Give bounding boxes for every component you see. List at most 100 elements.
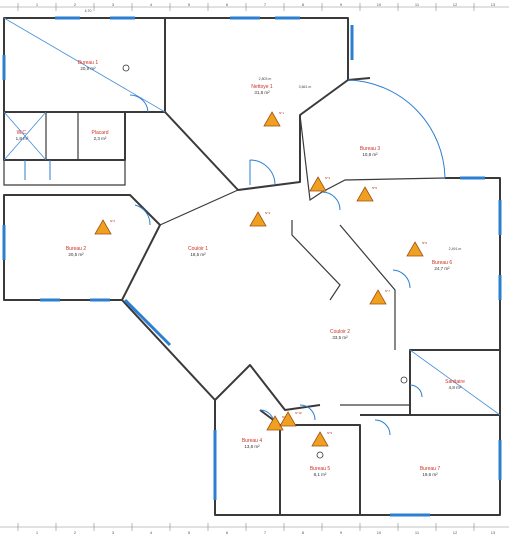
room-name: Placard xyxy=(92,130,109,136)
room-name: Couloir 1 xyxy=(188,246,208,252)
warning-triangle-icon xyxy=(356,186,374,202)
detectors xyxy=(122,64,408,459)
warning-triangle-icon xyxy=(311,431,329,447)
ruler-tick-label: 7 xyxy=(264,530,267,535)
room-area: 4,8 m² xyxy=(449,385,462,390)
ruler-tick-label: 1 xyxy=(36,2,39,7)
windows xyxy=(2,16,502,517)
warning-triangle-icon xyxy=(369,289,387,305)
marker-label: N°6 xyxy=(422,241,427,245)
dimension-label: 2,803 m xyxy=(259,77,272,81)
room-area: 13,8 m² xyxy=(244,444,260,449)
ruler-tick-label: 1 xyxy=(36,530,39,535)
room-label-bureau6: Bureau 624,7 m² xyxy=(432,260,453,271)
room-name: Bureau 7 xyxy=(420,466,441,472)
room-name: Bureau 1 xyxy=(78,60,99,66)
construction-lines xyxy=(3,17,501,416)
room-area: 33,5 m² xyxy=(332,335,348,340)
room-label-wc: W.C.1,8 m² xyxy=(16,130,29,141)
room-area: 2,3 m² xyxy=(94,136,107,141)
ruler-tick-label: 8 xyxy=(302,2,305,7)
dimension-label: 2,491 m xyxy=(449,247,462,251)
ruler-tick-label: 8 xyxy=(302,530,305,535)
dimension-label: 4,70 xyxy=(85,9,92,13)
warning-triangle-icon xyxy=(309,176,327,192)
marker-label: N°5 xyxy=(372,186,377,190)
warning-triangle-icon xyxy=(94,219,112,235)
walls xyxy=(3,17,501,516)
marker-label: N°4 xyxy=(325,176,330,180)
ruler-tick-label: 9 xyxy=(340,2,343,7)
ruler-tick-label: 2 xyxy=(74,530,77,535)
warning-marker: N°1 xyxy=(263,111,284,127)
marker-label: N°2 xyxy=(110,219,115,223)
room-label-bureau5: Bureau 58,1 m² xyxy=(310,466,331,477)
room-label-couloir1: Couloir 118,5 m² xyxy=(188,246,208,257)
ruler-tick-label: 11 xyxy=(415,2,420,7)
room-area: 20,9 m² xyxy=(80,66,96,71)
room-labels: Bureau 120,9 m² Nettoye 131,8 m² W.C.1,8 m… xyxy=(16,60,465,477)
ruler-tick-label: 6 xyxy=(226,2,229,7)
warning-triangle-icon xyxy=(249,211,267,227)
ruler-tick-label: 3 xyxy=(112,530,115,535)
detector-icon xyxy=(400,376,408,384)
ruler-tick-label: 4 xyxy=(150,2,153,7)
marker-label: N°7 xyxy=(385,289,390,293)
warning-triangle-icon xyxy=(263,111,281,127)
warning-triangle-icon xyxy=(406,241,424,257)
room-area: 8,1 m² xyxy=(314,472,327,477)
room-name: Bureau 2 xyxy=(66,246,87,252)
warning-marker: N°4 xyxy=(309,176,330,192)
warning-marker: N°6 xyxy=(406,241,427,257)
ruler-tick-label: 10 xyxy=(377,530,382,535)
ruler-tick-label: 13 xyxy=(491,530,496,535)
ruler-tick-label: 3 xyxy=(112,2,115,7)
warning-marker: N°2 xyxy=(94,219,115,235)
doors xyxy=(24,79,446,436)
dimension-label: 3,661 m xyxy=(299,85,312,89)
dimension-labels: 4,70 2,803 m 3,661 m 2,491 m xyxy=(85,9,462,251)
ruler-tick-label: 13 xyxy=(491,2,496,7)
marker-label: N°3 xyxy=(265,211,270,215)
room-name: Bureau 4 xyxy=(242,438,263,444)
ruler-tick-label: 11 xyxy=(415,530,420,535)
ruler-tick-label: 10 xyxy=(377,2,382,7)
room-area: 24,7 m² xyxy=(434,266,450,271)
room-name: W.C. xyxy=(17,130,28,136)
room-label-couloir2: Couloir 233,5 m² xyxy=(330,329,350,340)
room-label-bureau3: Bureau 310,8 m² xyxy=(360,146,381,157)
room-name: Couloir 2 xyxy=(330,329,350,335)
warning-triangle-icon xyxy=(279,411,297,427)
room-area: 19,6 m² xyxy=(422,472,438,477)
warning-markers: N°1N°2N°3N°4N°5N°6N°7N°8N°9N°10 xyxy=(94,111,427,447)
room-area: 10,8 m² xyxy=(362,152,378,157)
room-name: Bureau 3 xyxy=(360,146,381,152)
detector-icon xyxy=(122,64,130,72)
ruler-tick-label: 5 xyxy=(188,530,191,535)
room-area: 18,5 m² xyxy=(190,252,206,257)
marker-label: N°1 xyxy=(279,111,284,115)
ruler-tick-label: 5 xyxy=(188,2,191,7)
ruler-tick-label: 2 xyxy=(74,2,77,7)
detector-icon xyxy=(316,451,324,459)
ruler-tick-label: 12 xyxy=(453,2,458,7)
room-label-bureau2: Bureau 220,5 m² xyxy=(66,246,87,257)
ruler-tick-label: 9 xyxy=(340,530,343,535)
warning-marker: N°10 xyxy=(279,411,302,427)
room-area: 31,8 m² xyxy=(254,90,270,95)
warning-marker: N°3 xyxy=(249,211,270,227)
room-name: Bureau 5 xyxy=(310,466,331,472)
room-area: 1,8 m² xyxy=(16,136,29,141)
warning-marker: N°7 xyxy=(369,289,390,305)
room-label-bureau4: Bureau 413,8 m² xyxy=(242,438,263,449)
marker-label: N°10 xyxy=(295,411,302,415)
warning-marker: N°5 xyxy=(356,186,377,202)
room-name: Bureau 6 xyxy=(432,260,453,266)
ruler-tick-label: 12 xyxy=(453,530,458,535)
room-label-nettoye1: Nettoye 131,8 m² xyxy=(251,84,273,95)
